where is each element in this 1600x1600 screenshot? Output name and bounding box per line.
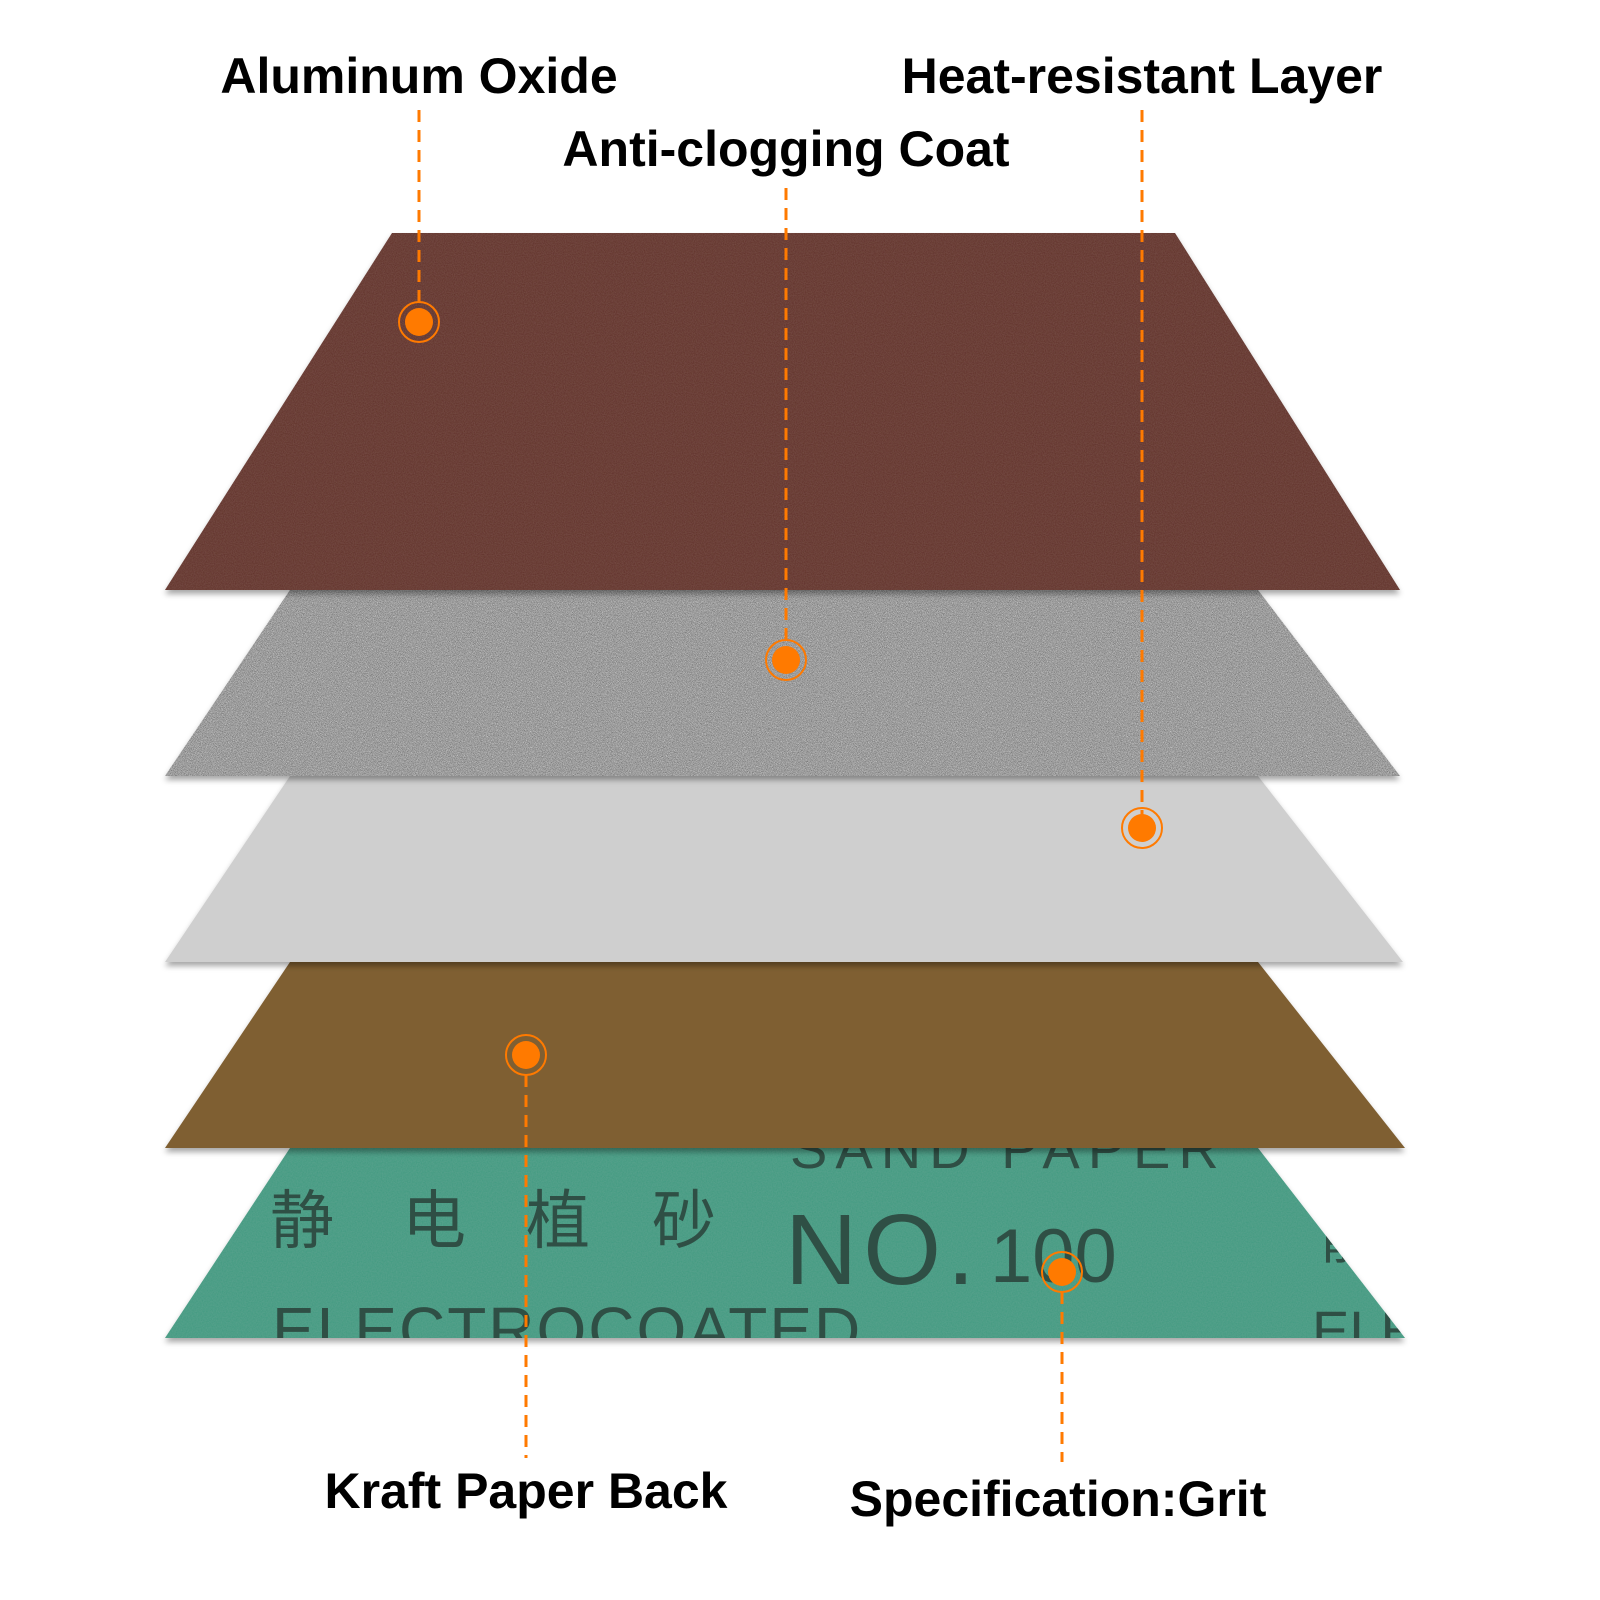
backing-print-right-cjk: 静 [1320,1203,1380,1273]
label-heat-resistant: Heat-resistant Layer [902,48,1383,104]
backing-print-cjk-1: 静 [270,1185,334,1259]
backing-print-grade-number: 100 [990,1214,1117,1299]
label-kraft-paper: Kraft Paper Back [325,1463,728,1519]
marker-heat-resistant [1121,807,1163,849]
backing-layer-shape [165,1148,1405,1338]
backing-print-cjk-2: 电 [402,1185,466,1259]
label-anti-clogging: Anti-clogging Coat [562,121,1009,177]
backing-print-right-latin: ELE [1312,1299,1418,1362]
backing-print-cjk-3: 植 [526,1185,590,1259]
marker-specification [1041,1251,1083,1293]
backing-print-electrocoated: ELECTROCOATED [272,1294,862,1366]
backing-print-grade-prefix: NO. [785,1194,981,1306]
heat-resistant-layer [165,776,1403,962]
label-specification: Specification:Grit [850,1471,1267,1527]
backing-print-top: SAND PAPER [790,1117,1227,1180]
label-aluminum-oxide: Aluminum Oxide [220,48,617,104]
aluminum-oxide-layer [165,233,1400,590]
backing-layer [165,1148,1405,1338]
callout-lines [417,110,1144,1462]
backing-print: SAND PAPER 静 电 植 砂 ELECTROCOATED NO. 100… [270,1117,1418,1366]
anti-clogging-layer [165,590,1400,776]
heat-resistant-layer-shape [165,776,1403,962]
kraft-paper-layer-shape [165,962,1405,1148]
marker-aluminum-oxide [398,301,440,343]
aluminum-oxide-layer-shape [165,233,1400,590]
backing-print-cjk-4: 砂 [652,1185,716,1259]
kraft-paper-layer [165,962,1405,1148]
marker-anti-clogging [765,639,807,681]
marker-kraft-paper [505,1034,547,1076]
anti-clogging-layer-shape [165,590,1400,776]
